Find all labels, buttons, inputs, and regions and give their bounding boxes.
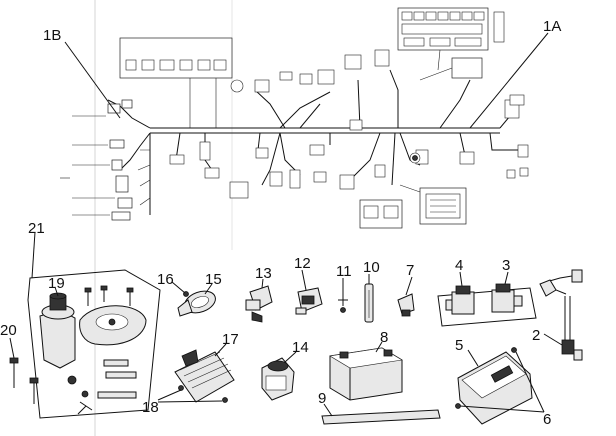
callout-10: 10 <box>363 259 380 276</box>
leader-15 <box>204 283 213 295</box>
callout-19: 19 <box>48 275 65 292</box>
callout-14: 14 <box>292 339 309 356</box>
relay-drawing <box>245 285 323 323</box>
leader-17 <box>214 343 227 357</box>
harness-connectors <box>169 49 529 199</box>
callout-15: 15 <box>205 271 222 288</box>
leader-4 <box>459 271 463 287</box>
leader-9 <box>323 403 333 417</box>
ignition-coils-drawing <box>437 283 537 327</box>
leader-14 <box>284 351 297 363</box>
leader-19 <box>54 286 59 297</box>
wiring-harness-schematic <box>60 7 529 229</box>
starter-relay-drawing <box>261 357 295 401</box>
callout-7: 7 <box>406 262 414 279</box>
horn-drawing <box>177 290 216 317</box>
leader-1b <box>64 41 121 119</box>
callout-1b: 1B <box>43 27 61 44</box>
callout-8: 8 <box>380 329 388 346</box>
leader-2 <box>543 333 563 346</box>
battery-drawing <box>329 347 403 401</box>
callout-11: 11 <box>336 263 352 280</box>
leader-18b <box>157 400 223 403</box>
leader-1a <box>469 32 549 129</box>
leader-20 <box>9 337 15 359</box>
ecu-connector-diagram <box>399 184 467 225</box>
fuse-screw-sensor-drawing <box>338 283 415 323</box>
left-connector-rows <box>60 99 133 221</box>
leader-7 <box>405 276 413 296</box>
leader-8 <box>375 341 383 353</box>
callout-1a: 1A <box>543 18 561 35</box>
relay-block-diagram <box>451 57 483 79</box>
regulator-drawing <box>174 349 235 403</box>
battery-strap-drawing <box>321 409 441 425</box>
callout-2: 2 <box>532 327 540 344</box>
fuse-box-diagram <box>397 7 505 71</box>
callout-13: 13 <box>255 265 272 282</box>
callout-4: 4 <box>455 257 463 274</box>
callout-12: 12 <box>294 255 311 272</box>
callout-17: 17 <box>222 331 239 348</box>
leader-3 <box>504 271 509 285</box>
leader-16 <box>171 281 186 294</box>
leader-13 <box>261 278 264 289</box>
callout-20: 20 <box>0 322 17 339</box>
callout-21: 21 <box>28 220 45 237</box>
ignition-switch-assembly-drawing <box>9 269 161 419</box>
leader-6 <box>515 351 545 413</box>
callout-18: 18 <box>142 399 159 416</box>
callout-16: 16 <box>157 271 174 288</box>
callout-6: 6 <box>543 411 551 428</box>
callout-9: 9 <box>318 390 326 407</box>
leader-5 <box>467 349 479 367</box>
leader-21 <box>31 231 36 279</box>
oxygen-sensor-drawing <box>539 269 583 361</box>
leader-18 <box>157 389 182 401</box>
leader-12 <box>301 269 307 291</box>
leader-6b <box>459 405 545 413</box>
ecu-drawing <box>455 347 533 425</box>
callout-5: 5 <box>455 337 463 354</box>
callout-3: 3 <box>502 257 510 274</box>
